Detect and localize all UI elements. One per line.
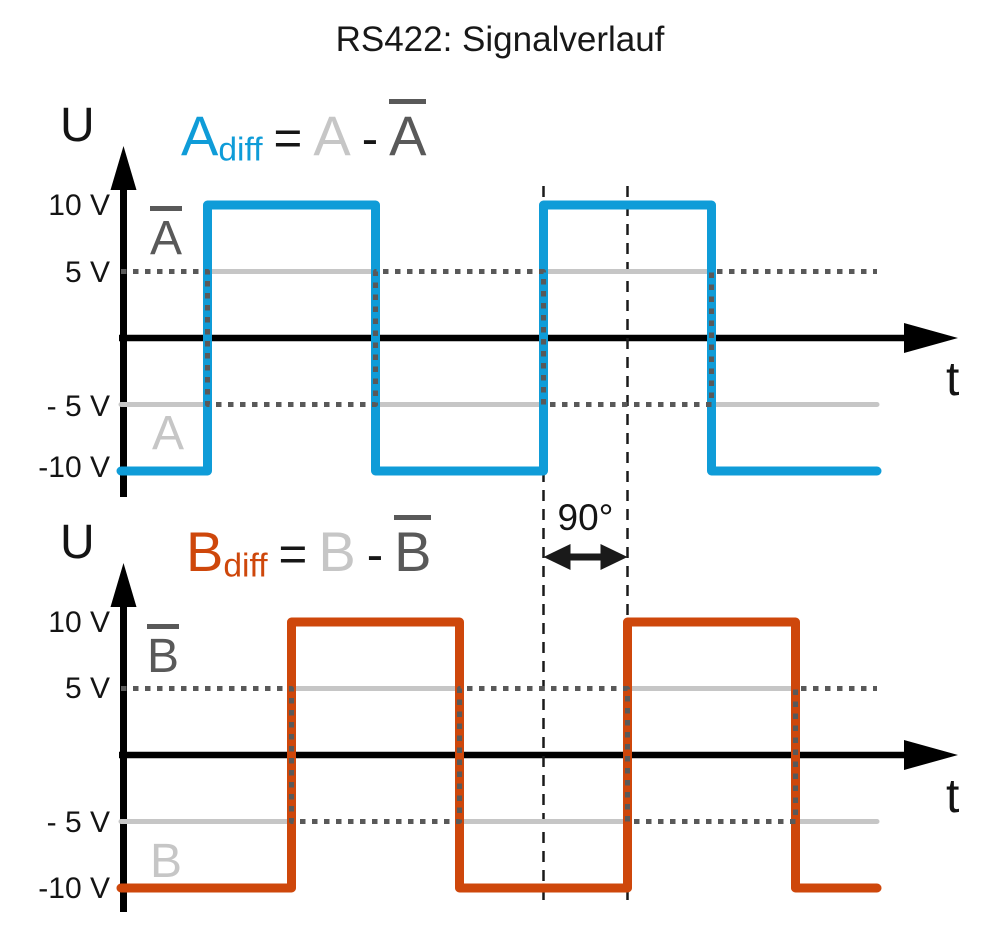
signal-label-b-direct: B bbox=[150, 835, 183, 888]
y-axis-arrowhead-a bbox=[110, 146, 137, 190]
phase-arrowhead-right bbox=[600, 544, 628, 570]
formula-a-direct: A bbox=[313, 104, 351, 167]
signal-label-b-inverted-text: B bbox=[147, 624, 180, 681]
y-axis-label-a: U bbox=[60, 99, 95, 152]
y-tick-b-neg5v: - 5 V bbox=[46, 806, 110, 839]
signal-label-b-inverted: B bbox=[147, 624, 180, 681]
x-axis-label-a: t bbox=[946, 353, 960, 406]
phase-shift-label: 90° bbox=[557, 497, 614, 538]
y-tick-a-5v: 5 V bbox=[64, 256, 110, 289]
signal-label-a-inverted-text: A bbox=[150, 206, 183, 263]
y-tick-b-10v: 10 V bbox=[48, 606, 110, 639]
y-tick-a-10v: 10 V bbox=[48, 189, 110, 222]
x-axis-arrowhead-a bbox=[904, 323, 958, 353]
y-tick-b-5v: 5 V bbox=[64, 672, 110, 705]
y-tick-a-neg10v: -10 V bbox=[38, 451, 110, 484]
formula-b-direct: B bbox=[318, 520, 356, 583]
y-axis-label-b: U bbox=[60, 516, 95, 569]
y-tick-a-neg5v: - 5 V bbox=[46, 390, 110, 423]
formula-b-equals: = bbox=[278, 527, 308, 582]
formula-b: Bdiff=B-B bbox=[186, 515, 432, 585]
y-axis-arrowhead-b bbox=[110, 563, 137, 607]
formula-a-diff-base: A bbox=[181, 104, 219, 167]
formula-b-diff-base: B bbox=[186, 520, 224, 583]
phase-arrowhead-left bbox=[543, 544, 571, 570]
waveform-a_inverted bbox=[121, 269, 877, 407]
signal-label-a-inverted: A bbox=[150, 206, 183, 263]
formula-b-diff-sub: diff bbox=[223, 547, 268, 585]
formula-b-minus: - bbox=[366, 527, 384, 582]
formula-a: Adiff=A-A bbox=[181, 99, 427, 169]
y-tick-b-neg10v: -10 V bbox=[38, 872, 110, 905]
formula-b-inverted: B bbox=[394, 515, 432, 580]
formula-a-inverted: A bbox=[389, 99, 427, 164]
formula-a-equals: = bbox=[273, 111, 303, 166]
x-axis-label-b: t bbox=[946, 770, 960, 823]
diagram-title: RS422: Signalverlauf bbox=[335, 20, 665, 59]
x-axis-arrowhead-b bbox=[904, 740, 958, 770]
formula-a-minus: - bbox=[361, 111, 379, 166]
signal-label-a-direct: A bbox=[152, 407, 185, 460]
waveform-b_inverted bbox=[121, 686, 877, 824]
formula-a-diff-sub: diff bbox=[218, 131, 263, 169]
